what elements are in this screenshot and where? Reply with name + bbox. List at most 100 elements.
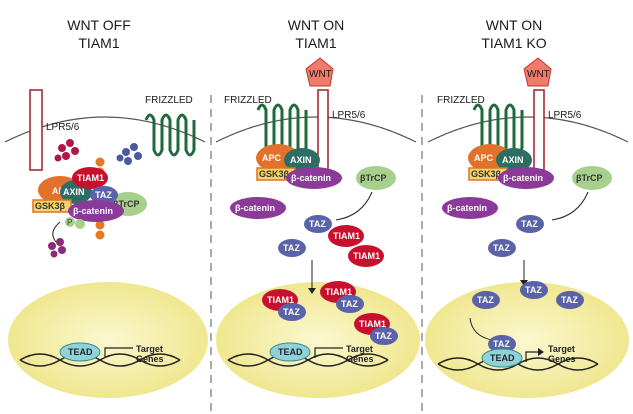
dna-helix — [227, 353, 389, 367]
panel-title: WNT ON — [288, 17, 345, 33]
taz — [278, 239, 306, 257]
taz-label: TAZ — [521, 219, 538, 229]
taz — [336, 295, 364, 313]
taz-label: TAZ — [525, 285, 542, 295]
apc-label: APC — [474, 153, 494, 163]
taz — [304, 215, 332, 233]
gsk3b-label: GSK3β — [35, 201, 66, 211]
cell-membrane — [427, 116, 629, 143]
degradation-arrow — [52, 221, 61, 243]
taz — [278, 303, 306, 321]
btrcp — [356, 166, 396, 190]
frizzled-label: FRIZZLED — [224, 95, 272, 106]
panel-subtitle: TIAM1 KO — [481, 35, 546, 51]
taz-label: TAZ — [283, 243, 300, 253]
panel-subtitle: TIAM1 — [295, 35, 336, 51]
target-genes-label: Target — [346, 344, 373, 354]
taz-label: TAZ — [493, 243, 510, 253]
panel-title: WNT ON — [486, 17, 543, 33]
taz — [556, 291, 584, 309]
tead — [481, 348, 523, 368]
tiam1-label: TIAM1 — [353, 251, 380, 261]
tiam1-label: TIAM1 — [267, 295, 294, 305]
tiam1 — [328, 225, 364, 247]
lpr-receptor — [533, 89, 545, 171]
target-genes-arrow — [314, 347, 343, 358]
beta-catenin — [498, 167, 554, 189]
target-genes-label: Genes — [548, 354, 576, 364]
wnt-ligand — [523, 57, 552, 87]
taz — [488, 335, 516, 353]
wnt-label: WNT — [527, 69, 550, 80]
degraded-fragments — [48, 238, 66, 258]
btrcp-label: βTrCP — [576, 173, 603, 183]
tiam1-label: TIAM1 — [333, 231, 360, 241]
tead — [59, 342, 101, 362]
arrow-head — [520, 280, 528, 286]
release-arrow — [335, 191, 373, 221]
nucleus — [425, 282, 629, 398]
arrow-head — [308, 288, 316, 294]
taz-label: TAZ — [95, 190, 112, 200]
panel-title: WNT OFF — [67, 17, 131, 33]
axin-label: AXIN — [290, 155, 312, 165]
tiam1 — [72, 167, 108, 189]
btrcp-label: βTrCP — [360, 173, 387, 183]
beta-catenin — [230, 197, 286, 219]
lpr-label: LPR5/6 — [46, 122, 80, 133]
axin — [284, 148, 320, 172]
degraded-fragments — [116, 143, 142, 165]
dna-helix — [19, 353, 181, 367]
gsk3b-label: GSK3β — [471, 169, 502, 179]
frizzled-label: FRIZZLED — [145, 95, 193, 106]
axin — [496, 148, 532, 172]
panel-subtitle: TIAM1 — [78, 35, 119, 51]
target-genes-arrow — [104, 347, 133, 358]
gsk3b — [32, 199, 72, 213]
taz-label: TAZ — [283, 307, 300, 317]
target-genes-label: Genes — [136, 354, 164, 364]
gsk3b-label: GSK3β — [259, 169, 290, 179]
taz — [90, 186, 118, 204]
tiam1 — [348, 245, 384, 267]
beta-catenin — [68, 200, 124, 222]
taz — [516, 215, 544, 233]
taz-label: TAZ — [493, 339, 510, 349]
taz — [488, 239, 516, 257]
binding-arrow — [469, 317, 493, 341]
lpr-label: LPR5/6 — [332, 110, 366, 121]
beta-catenin-label: β-catenin — [503, 173, 543, 183]
tead — [269, 342, 311, 362]
taz — [520, 281, 548, 299]
beta-catenin-label: β-catenin — [235, 203, 275, 213]
nucleus — [8, 282, 208, 398]
taz-label: TAZ — [477, 295, 494, 305]
beta-catenin — [442, 197, 498, 219]
tead-label: TEAD — [278, 347, 303, 357]
frizzled-label: FRIZZLED — [437, 95, 485, 106]
taz — [472, 291, 500, 309]
taz — [370, 327, 398, 345]
taz-label: TAZ — [309, 219, 326, 229]
target-genes-label: Genes — [346, 354, 374, 364]
tiam1-label: TIAM1 — [359, 319, 386, 329]
target-genes-label: Target — [548, 344, 575, 354]
tead-label: TEAD — [490, 353, 515, 363]
beta-catenin — [286, 167, 342, 189]
axin-label: AXIN — [502, 155, 524, 165]
phosphate-group — [65, 217, 85, 229]
release-arrow — [551, 191, 589, 221]
beta-catenin-label: β-catenin — [447, 203, 487, 213]
tiam1-label: TIAM1 — [325, 287, 352, 297]
dna-helix — [437, 357, 599, 371]
nucleus — [216, 282, 420, 398]
taz-label: TAZ — [341, 299, 358, 309]
btrcp-label: βTrCP — [113, 199, 140, 209]
phosphate-label: P — [67, 218, 72, 227]
beta-catenin-label: β-catenin — [73, 206, 113, 216]
target-genes-arrow — [525, 351, 540, 362]
wnt-label: WNT — [309, 69, 332, 80]
tiam1-label: TIAM1 — [77, 173, 104, 183]
